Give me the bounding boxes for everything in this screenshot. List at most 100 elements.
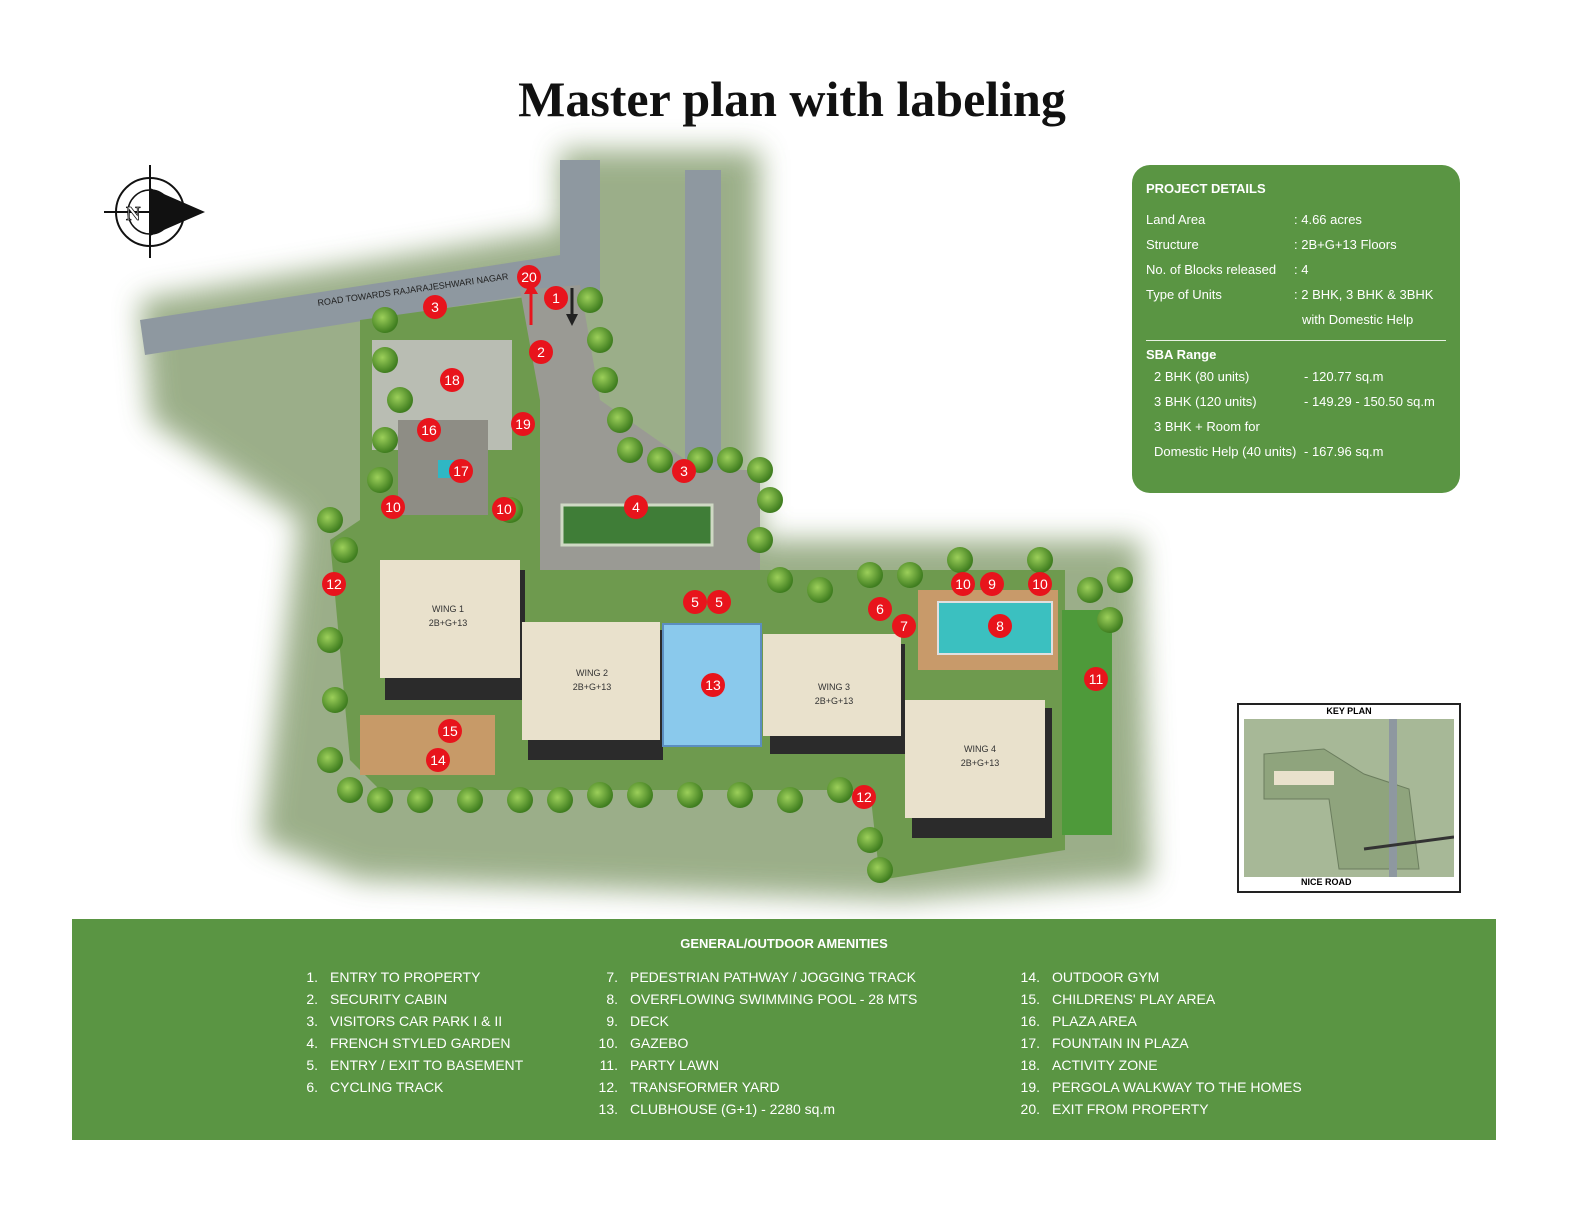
amenity-item: 19.PERGOLA WALKWAY TO THE HOMES: [1016, 1079, 1302, 1101]
amenity-item: 16. PLAZA AREA: [1016, 1013, 1302, 1035]
key-plan: KEY PLAN NICE ROAD: [1237, 703, 1461, 893]
tree: [587, 327, 613, 353]
wing-1: [380, 560, 520, 678]
tree: [827, 777, 853, 803]
map-marker: 19: [511, 412, 535, 436]
map-marker: 3: [423, 295, 447, 319]
tree: [317, 627, 343, 653]
tree: [777, 787, 803, 813]
amenity-number: 13.: [598, 1101, 618, 1117]
tree: [367, 467, 393, 493]
tree: [1027, 547, 1053, 573]
amenity-item: 13.CLUBHOUSE (G+1) - 2280 sq.m: [594, 1101, 917, 1123]
tree: [372, 347, 398, 373]
tree: [747, 527, 773, 553]
amenity-label: CYCLING TRACK: [330, 1079, 444, 1095]
wing-3: [763, 634, 901, 736]
amenity-item: 9. DECK: [594, 1013, 917, 1035]
amenity-label: VISITORS CAR PARK I & II: [330, 1013, 503, 1029]
tree: [547, 787, 573, 813]
tree: [317, 507, 343, 533]
amenity-number: 4.: [306, 1035, 318, 1051]
amenity-label: PARTY LAWN: [630, 1057, 719, 1073]
tree: [317, 747, 343, 773]
tree: [627, 782, 653, 808]
map-marker: 20: [517, 265, 541, 289]
amenity-label: OUTDOOR GYM: [1052, 969, 1160, 985]
tree: [507, 787, 533, 813]
amenity-number: 9.: [606, 1013, 618, 1029]
amenity-number: 12.: [598, 1079, 618, 1095]
amenity-number: 3.: [306, 1013, 318, 1029]
map-marker: 16: [417, 418, 441, 442]
tree: [372, 427, 398, 453]
tree: [947, 547, 973, 573]
amenity-item: 5.ENTRY / EXIT TO BASEMENT: [294, 1057, 523, 1079]
amenity-item: 17.FOUNTAIN IN PLAZA: [1016, 1035, 1302, 1057]
tree: [757, 487, 783, 513]
driveway: [520, 285, 760, 570]
amenity-item: 7.PEDESTRIAN PATHWAY / JOGGING TRACK: [594, 969, 917, 991]
amenity-number: 17.: [1020, 1035, 1040, 1051]
map-marker: 13: [701, 673, 725, 697]
map-marker: 4: [624, 495, 648, 519]
amenity-label: CHILDRENS' PLAY AREA: [1052, 991, 1216, 1007]
map-marker: 14: [426, 748, 450, 772]
map-marker: 1: [544, 286, 568, 310]
tree: [717, 447, 743, 473]
amenity-label: FRENCH STYLED GARDEN: [330, 1035, 511, 1051]
amenity-label: GAZEBO: [630, 1035, 689, 1051]
wing-4: [905, 700, 1045, 818]
page-title: Master plan with labeling: [518, 71, 1066, 127]
amenity-label: EXIT FROM PROPERTY: [1052, 1101, 1209, 1117]
amenity-label: DECK: [630, 1013, 669, 1029]
tree: [767, 567, 793, 593]
tree: [727, 782, 753, 808]
map-marker: 10: [381, 495, 405, 519]
amenity-item: 1.ENTRY TO PROPERTY: [294, 969, 523, 991]
map-marker: 17: [449, 459, 473, 483]
map-marker: 18: [440, 368, 464, 392]
amenity-number: 20.: [1020, 1101, 1040, 1117]
tree: [322, 687, 348, 713]
amenity-number: 5.: [306, 1057, 318, 1073]
amenity-item: 8.OVERFLOWING SWIMMING POOL - 28 MTS: [594, 991, 917, 1013]
detail-row: with Domestic Help: [1302, 312, 1414, 327]
tree: [387, 387, 413, 413]
map-marker: 10: [492, 497, 516, 521]
tree: [867, 857, 893, 883]
amenity-item: 20. EXIT FROM PROPERTY: [1016, 1101, 1302, 1123]
amenity-label: ENTRY TO PROPERTY: [330, 969, 481, 985]
amenity-label: TRANSFORMER YARD: [630, 1079, 780, 1095]
tree: [587, 782, 613, 808]
map-marker: 12: [322, 572, 346, 596]
detail-row: Structure: 2B+G+13 Floors: [1146, 237, 1397, 252]
amenity-number: 18.: [1020, 1057, 1040, 1073]
tree: [807, 577, 833, 603]
tree: [747, 457, 773, 483]
amenity-label: PEDESTRIAN PATHWAY / JOGGING TRACK: [630, 969, 917, 985]
map-marker: 10: [1028, 572, 1052, 596]
divider: [1146, 340, 1446, 341]
amenities-panel: GENERAL/OUTDOOR AMENITIES 1.ENTRY TO PRO…: [72, 919, 1496, 1140]
tree: [1097, 607, 1123, 633]
sba-row: 3 BHK + Room for: [1154, 419, 1260, 434]
amenity-item: 2.SECURITY CABIN: [294, 991, 523, 1013]
compass-icon: N: [104, 165, 205, 258]
amenity-number: 15.: [1020, 991, 1040, 1007]
amenity-number: 16.: [1020, 1013, 1040, 1029]
map-marker: 2: [529, 340, 553, 364]
amenity-label: PLAZA AREA: [1052, 1013, 1137, 1029]
road-vertical-1: [560, 160, 600, 300]
map-marker: 9: [980, 572, 1004, 596]
party-lawn: [1062, 610, 1112, 835]
tree: [332, 537, 358, 563]
tree: [1107, 567, 1133, 593]
sba-row: Domestic Help (40 units)- 167.96 sq.m: [1154, 444, 1384, 459]
amenity-item: 12. TRANSFORMER YARD: [594, 1079, 917, 1101]
map-marker: 10: [951, 572, 975, 596]
